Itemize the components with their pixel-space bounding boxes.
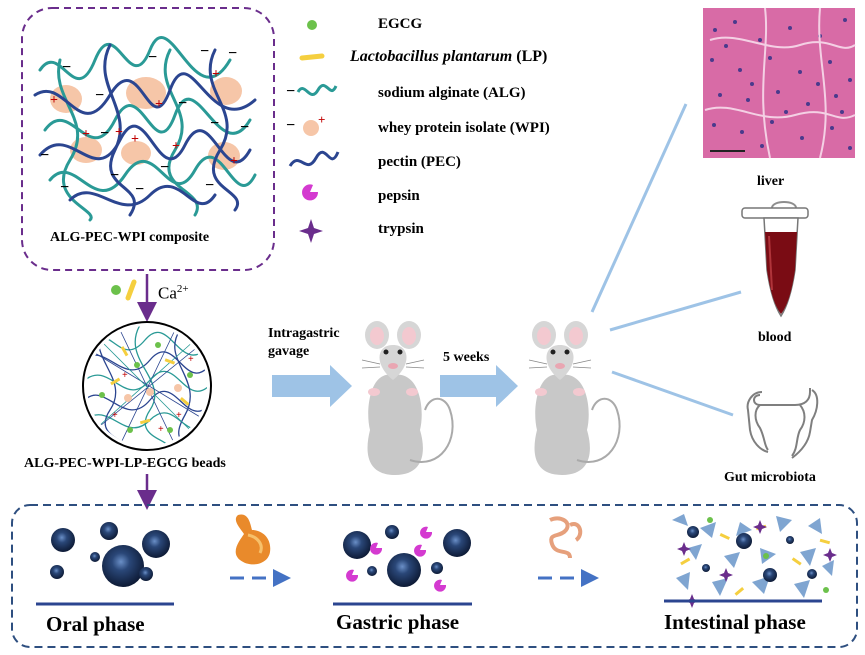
stomach-icon <box>235 514 271 565</box>
svg-text:+: + <box>318 112 325 127</box>
svg-text:−: − <box>100 125 109 142</box>
composite-box <box>21 7 275 271</box>
legend-trypsin-label: trypsin <box>378 221 424 237</box>
alg-icon: − <box>286 83 338 100</box>
bead-sphere: + + + + + <box>82 321 212 451</box>
legend-lp-abbrev: (LP) <box>512 48 548 65</box>
svg-text:+: + <box>176 410 182 421</box>
mouse-1 <box>361 321 454 475</box>
trypsin-icon <box>299 219 323 243</box>
wpi-icon: − + <box>286 112 325 136</box>
legend-wpi-label: whey protein isolate (WPI) <box>378 120 550 136</box>
svg-text:−: − <box>228 45 237 62</box>
liver-histology-image <box>703 7 856 159</box>
svg-text:−: − <box>240 119 249 136</box>
svg-text:+: + <box>230 154 238 169</box>
svg-text:−: − <box>160 159 169 176</box>
intestinal-beads <box>687 526 817 582</box>
svg-text:−: − <box>95 87 104 104</box>
svg-text:−: − <box>110 167 119 184</box>
svg-text:−: − <box>200 43 209 60</box>
mouse-2 <box>528 321 621 475</box>
svg-text:+: + <box>50 93 58 108</box>
blood-label: blood <box>758 330 792 345</box>
svg-text:+: + <box>188 354 194 365</box>
ca-lp-rod <box>125 279 137 301</box>
intestine-image <box>746 388 819 459</box>
svg-text:−: − <box>40 147 49 164</box>
pec-icon <box>288 150 340 167</box>
svg-text:+: + <box>172 139 180 154</box>
svg-text:+: + <box>155 97 163 112</box>
pepsin-icon <box>302 184 319 201</box>
svg-text:−: − <box>60 179 69 196</box>
svg-text:−: − <box>135 181 144 198</box>
legend-pec-label: pectin (PEC) <box>378 154 461 170</box>
svg-text:−: − <box>148 49 157 66</box>
legend-lp-italic: Lactobacillus plantarum <box>350 48 513 65</box>
intestinal-rods <box>680 524 831 596</box>
beads-label: ALG-PEC-WPI-LP-EGCG beads <box>24 456 226 471</box>
composite-label: ALG-PEC-WPI composite <box>50 230 210 245</box>
svg-text:−: − <box>62 59 71 76</box>
gavage-line2: gavage <box>268 344 310 359</box>
svg-text:−: − <box>205 177 214 194</box>
intestinal-phase-label: Intestinal phase <box>664 610 806 634</box>
svg-text:+: + <box>82 127 90 142</box>
svg-text:+: + <box>112 410 118 421</box>
gastric-pepsin <box>346 526 447 592</box>
composite-positive-charges: + + + + + + + + <box>50 67 238 169</box>
egcg-icon <box>307 20 317 30</box>
lp-icon <box>299 53 325 61</box>
legend-pepsin-label: pepsin <box>378 188 420 204</box>
calcium-charge: 2+ <box>176 283 189 295</box>
svg-text:+: + <box>122 370 128 381</box>
intestinal-trypsin <box>677 520 837 608</box>
legend-lp-label: Lactobacillus plantarum (LP) <box>350 48 547 66</box>
duration-label: 5 weeks <box>443 350 490 365</box>
svg-text:+: + <box>115 125 123 140</box>
gut-microbiota-label: Gut microbiota <box>724 470 816 485</box>
weeks-arrow <box>440 365 518 407</box>
composite-charges: −−− −−− −−− −−− −−− <box>40 43 249 198</box>
gavage-arrow <box>272 365 352 407</box>
gavage-line1: Intragastric <box>268 326 340 341</box>
oral-beads <box>50 522 170 587</box>
svg-text:−: − <box>210 115 219 132</box>
svg-text:−: − <box>286 83 295 100</box>
svg-text:+: + <box>212 67 220 82</box>
calcium-label: Ca2+ <box>158 283 189 304</box>
ca-egcg-dot <box>111 285 121 295</box>
svg-text:−: − <box>286 117 295 134</box>
legend-egcg-label: EGCG <box>378 16 423 32</box>
blood-tube-image <box>741 201 809 318</box>
svg-text:−: − <box>178 95 187 112</box>
oral-phase-label: Oral phase <box>46 612 145 636</box>
intestinal-fragments <box>672 514 834 598</box>
calcium-base: Ca <box>158 283 177 303</box>
small-intestine-icon <box>549 516 583 559</box>
digestion-box <box>11 504 858 648</box>
intestinal-egcg <box>707 517 829 593</box>
liver-label: liver <box>757 174 785 189</box>
legend-alg-label: sodium alginate (ALG) <box>378 85 526 101</box>
fan-lines <box>590 103 742 417</box>
svg-text:+: + <box>158 424 164 435</box>
svg-text:+: + <box>131 132 139 147</box>
gastric-phase-label: Gastric phase <box>336 610 460 634</box>
gavage-label: Intragastric gavage <box>268 325 340 361</box>
gastric-beads <box>343 525 471 587</box>
composite-network <box>33 36 257 222</box>
